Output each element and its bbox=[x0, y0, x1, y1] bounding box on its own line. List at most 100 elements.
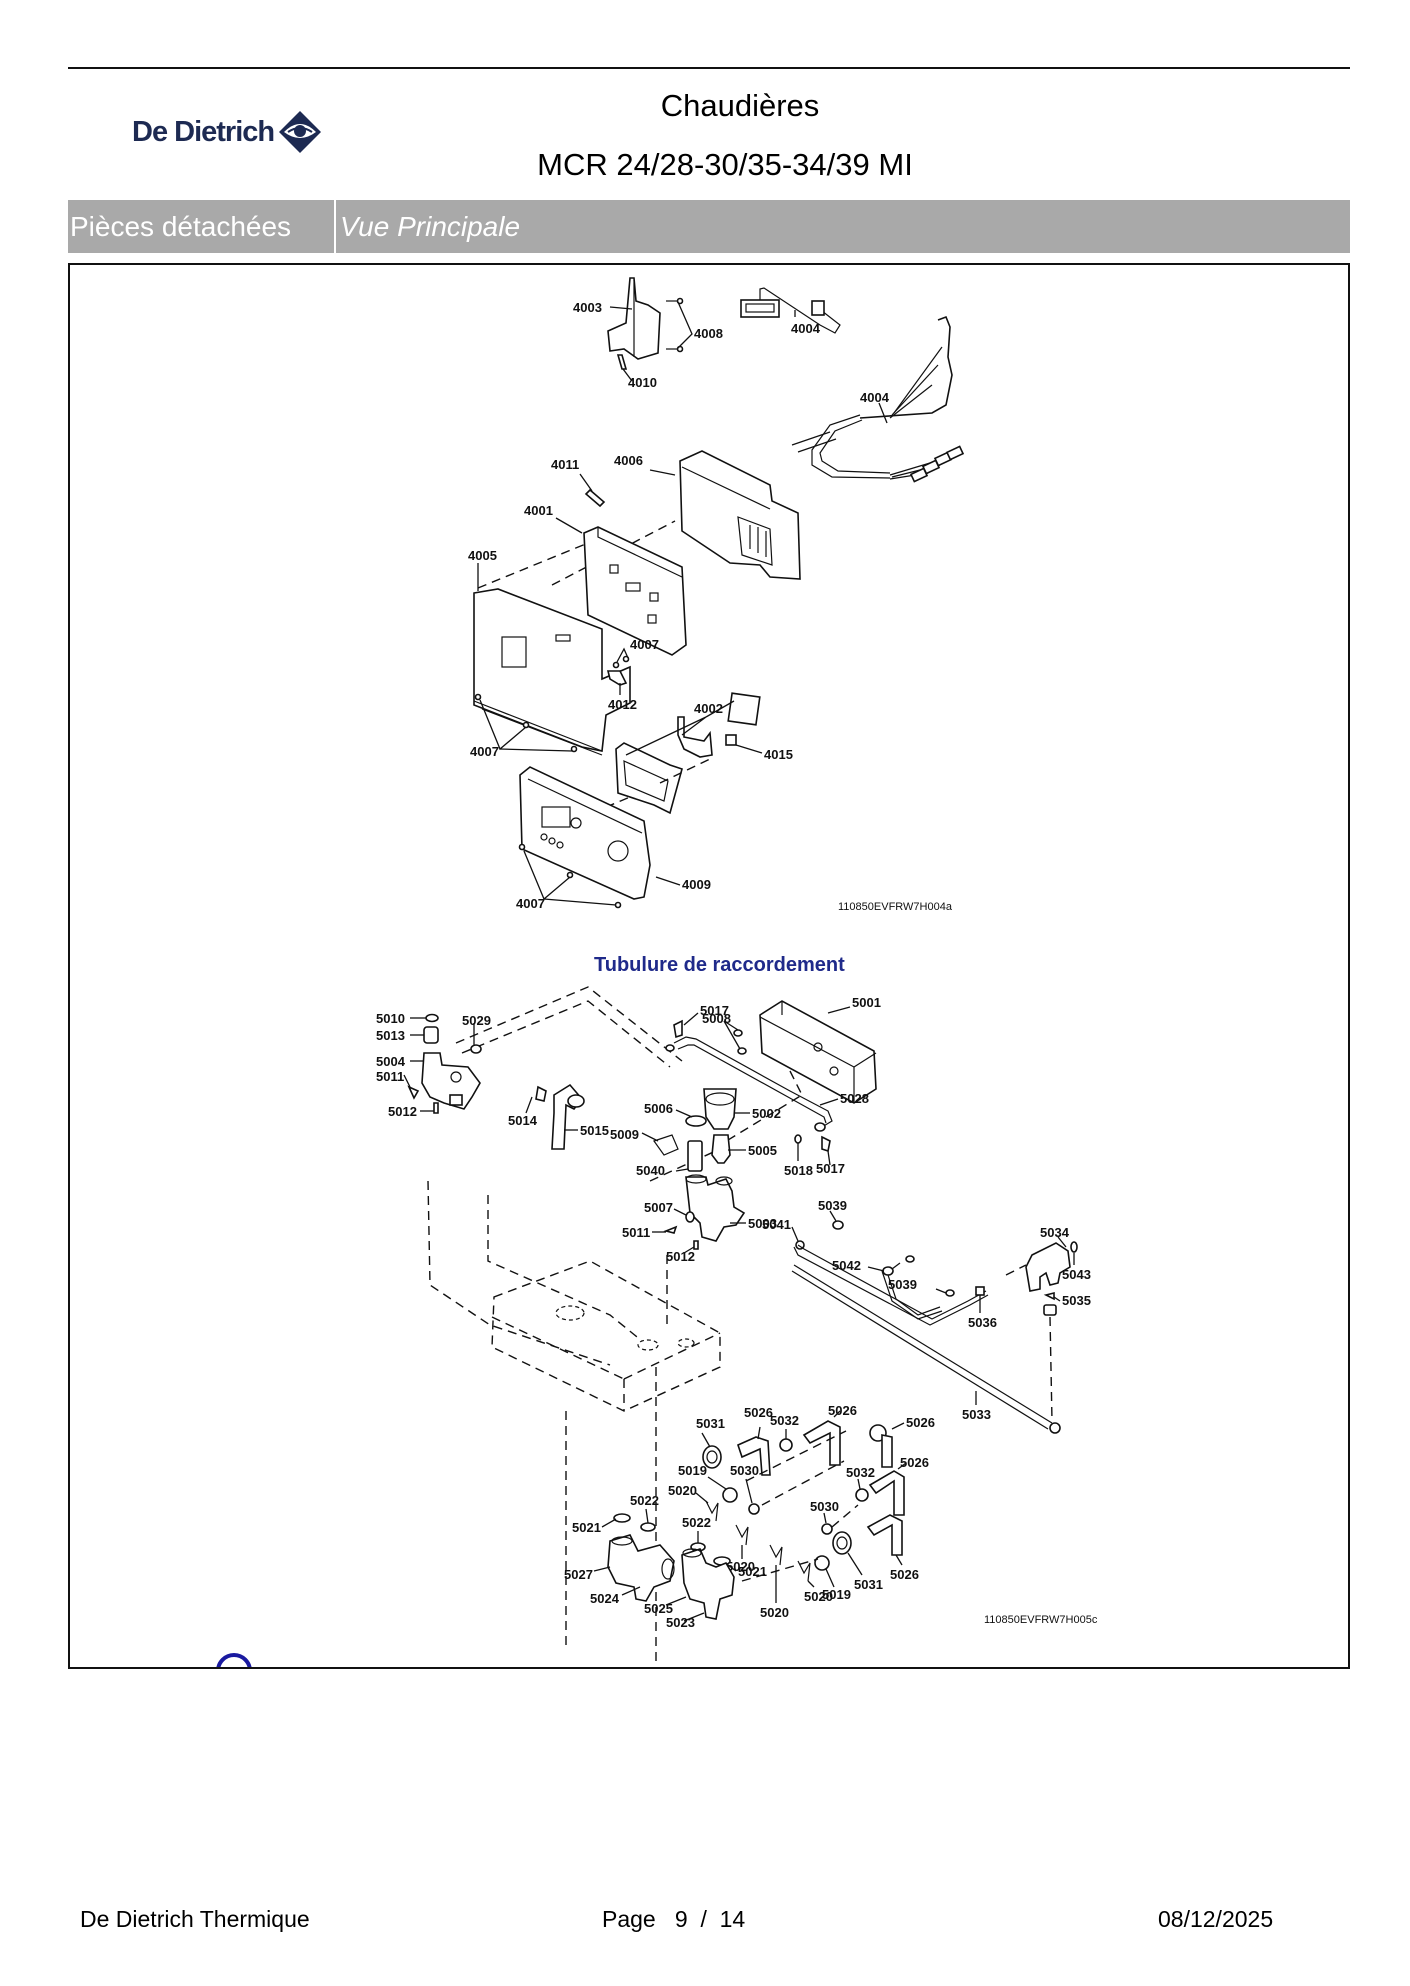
label-5018: 5018 bbox=[784, 1163, 813, 1178]
part-5033-pipe bbox=[791, 1264, 1061, 1434]
part-4003-bracket bbox=[607, 277, 661, 360]
label-4003: 4003 bbox=[573, 300, 602, 315]
label-4007-c: 4007 bbox=[516, 896, 545, 911]
exploded-view-diagram: 4003 4008 4010 4004 bbox=[216, 277, 1098, 1667]
label-5011-b: 5011 bbox=[622, 1225, 650, 1240]
label-4001: 4001 bbox=[524, 503, 553, 518]
part-4007-screws-c bbox=[518, 843, 622, 909]
part-5028-pipe bbox=[673, 1036, 833, 1132]
part-4009-front-panel bbox=[519, 766, 651, 900]
section-label: Pièces détachées bbox=[68, 200, 336, 253]
part-5004-hydraulic-block bbox=[421, 1052, 481, 1110]
label-5032-b: 5032 bbox=[846, 1465, 875, 1480]
label-5033: 5033 bbox=[962, 1407, 991, 1422]
label-5026-c: 5026 bbox=[906, 1415, 935, 1430]
label-4006: 4006 bbox=[614, 453, 643, 468]
label-5011-a: 5011 bbox=[376, 1069, 404, 1084]
label-4010: 4010 bbox=[628, 375, 657, 390]
part-4002-display-frame bbox=[615, 692, 761, 815]
label-5021-a: 5021 bbox=[572, 1520, 601, 1535]
label-5034: 5034 bbox=[1040, 1225, 1070, 1240]
label-5020-c: 5020 bbox=[760, 1605, 789, 1620]
diagram-reference-top: 110850EVFRW7H004a bbox=[838, 901, 953, 913]
label-5041: 5041 bbox=[762, 1217, 791, 1232]
label-5030-a: 5030 bbox=[730, 1463, 759, 1478]
label-5029: 5029 bbox=[462, 1013, 491, 1028]
brand-name: De Dietrich bbox=[132, 115, 275, 148]
page-label: Page bbox=[602, 1906, 656, 1932]
label-5008: 5008 bbox=[702, 1011, 731, 1026]
label-4012: 4012 bbox=[608, 697, 637, 712]
label-5036: 5036 bbox=[968, 1315, 997, 1330]
footer-date: 08/12/2025 bbox=[1158, 1906, 1274, 1932]
label-5020-a: 5020 bbox=[668, 1483, 697, 1498]
part-4007-screws-b bbox=[474, 693, 578, 753]
label-5005: 5005 bbox=[748, 1143, 777, 1158]
label-4015: 4015 bbox=[764, 747, 793, 762]
label-5040: 5040 bbox=[636, 1163, 665, 1178]
label-5026-b: 5026 bbox=[828, 1403, 857, 1418]
label-5026-d: 5026 bbox=[900, 1455, 929, 1470]
part-5027-5024-valves bbox=[607, 1534, 675, 1602]
label-5026-e: 5026 bbox=[890, 1567, 919, 1582]
part-4007-screws-a bbox=[612, 655, 630, 669]
label-5026-a: 5026 bbox=[744, 1405, 773, 1420]
label-5004: 5004 bbox=[376, 1054, 406, 1069]
part-5025-5023-valves bbox=[681, 1548, 735, 1620]
label-5007: 5007 bbox=[644, 1200, 673, 1215]
label-5012-a: 5012 bbox=[388, 1104, 417, 1119]
label-5012-b: 5012 bbox=[666, 1249, 695, 1264]
label-5024: 5024 bbox=[590, 1591, 620, 1606]
brand-logo: De Dietrich bbox=[132, 110, 322, 154]
part-4005-tray bbox=[473, 588, 631, 756]
label-5023: 5023 bbox=[666, 1615, 695, 1630]
label-5020-b: 5020 bbox=[726, 1559, 755, 1574]
label-5028: 5028 bbox=[840, 1091, 869, 1106]
part-5034-valve bbox=[1025, 1242, 1071, 1292]
part-4001-pcb bbox=[583, 526, 687, 656]
label-5022-b: 5022 bbox=[682, 1515, 711, 1530]
label-5031-b: 5031 bbox=[854, 1577, 883, 1592]
document-title: Chaudières bbox=[660, 88, 820, 123]
label-4009: 4009 bbox=[682, 877, 711, 892]
label-5006: 5006 bbox=[644, 1101, 673, 1116]
label-5003: 5003 bbox=[748, 1216, 777, 1231]
label-5020-d: 5020 bbox=[804, 1589, 833, 1604]
label-5014: 5014 bbox=[508, 1113, 538, 1128]
label-5015: 5015 bbox=[580, 1123, 609, 1138]
label-4002: 4002 bbox=[694, 701, 723, 716]
label-5017-b: 5017 bbox=[816, 1161, 845, 1176]
label-4007-b: 4007 bbox=[470, 744, 499, 759]
label-5019-b: 5019 bbox=[822, 1587, 851, 1602]
label-5013: 5013 bbox=[376, 1028, 405, 1043]
footer-company: De Dietrich Thermique bbox=[80, 1906, 310, 1932]
label-4008: 4008 bbox=[694, 326, 723, 341]
label-5002: 5002 bbox=[752, 1106, 781, 1121]
label-5017-a: 5017 bbox=[700, 1003, 729, 1018]
diagram-top: 4003 4008 4010 4004 bbox=[468, 277, 965, 913]
part-5001-heat-exchanger bbox=[759, 1000, 877, 1104]
view-label: Vue Principale bbox=[340, 211, 521, 242]
label-5025: 5025 bbox=[644, 1601, 673, 1616]
footer-pagination: Page 9 / 14 bbox=[602, 1906, 745, 1933]
label-5022-a: 5022 bbox=[630, 1493, 659, 1508]
page-separator: / bbox=[700, 1906, 707, 1932]
diagram-reference-bottom: 110850EVFRW7H005c bbox=[984, 1614, 1098, 1626]
label-5009: 5009 bbox=[610, 1127, 639, 1142]
label-5032-a: 5032 bbox=[770, 1413, 799, 1428]
label-5019-a: 5019 bbox=[678, 1463, 707, 1478]
part-housing-outline bbox=[491, 1260, 721, 1412]
section-title-tubulure: Tubulure de raccordement bbox=[594, 954, 845, 976]
label-4007-a: 4007 bbox=[630, 637, 659, 652]
part-5003-valve-body bbox=[685, 1174, 746, 1242]
page-current: 9 bbox=[674, 1906, 688, 1932]
label-4004-a: 4004 bbox=[791, 321, 821, 336]
section-band: Pièces détachées Vue Principale bbox=[68, 200, 1350, 253]
page-total: 14 bbox=[719, 1906, 746, 1932]
label-4011: 4011 bbox=[551, 457, 579, 472]
label-5035: 5035 bbox=[1062, 1293, 1091, 1308]
label-5010: 5010 bbox=[376, 1011, 405, 1026]
diagram-bottom: 5010 5013 5004 5029 5011 5012 bbox=[376, 986, 1098, 1667]
label-5042: 5042 bbox=[832, 1258, 861, 1273]
label-5043: 5043 bbox=[1062, 1267, 1091, 1282]
